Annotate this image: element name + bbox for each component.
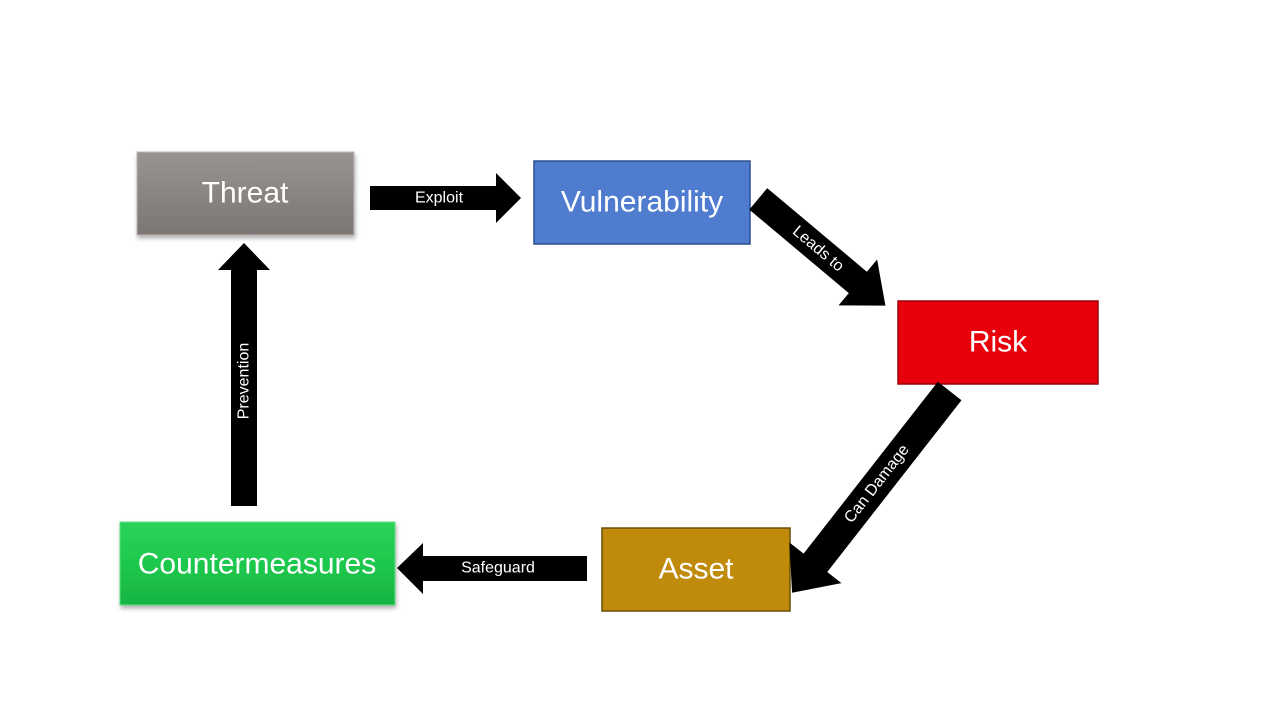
safeguard-arrow: Safeguard: [397, 543, 587, 594]
asset-box: [601, 527, 791, 612]
prevention-arrow-shape: [218, 243, 270, 506]
prevention-label: Prevention: [236, 343, 253, 420]
risk-node: Risk: [897, 300, 1099, 385]
can-damage-label: Can Damage: [841, 442, 912, 527]
exploit-arrow: Exploit: [370, 173, 521, 223]
vulnerability-box: [533, 160, 751, 245]
can-damage-arrow-shape: [789, 381, 962, 593]
safeguard-arrow-shape: [397, 543, 587, 594]
prevention-arrow: Prevention: [218, 243, 270, 506]
asset-node: Asset: [601, 527, 791, 612]
vulnerability-label: Vulnerability: [561, 186, 723, 219]
vulnerability-node: Vulnerability: [533, 160, 751, 245]
safeguard-label: Safeguard: [461, 560, 535, 577]
countermeasures-node: Countermeasures: [119, 521, 396, 606]
threat-box: [136, 151, 355, 236]
asset-label: Asset: [658, 553, 734, 586]
can-damage-arrow: Can Damage: [789, 381, 962, 593]
exploit-label: Exploit: [415, 190, 464, 207]
exploit-arrow-shape: [370, 173, 521, 223]
risk-box: [897, 300, 1099, 385]
threat-node: Threat: [136, 151, 355, 236]
leads-to-arrow-shape: [749, 188, 886, 306]
threat-label: Threat: [202, 177, 289, 210]
countermeasures-box: [119, 521, 396, 606]
countermeasures-label: Countermeasures: [138, 548, 376, 581]
risk-label: Risk: [969, 326, 1028, 359]
leads-to-arrow: Leads to: [749, 188, 886, 306]
